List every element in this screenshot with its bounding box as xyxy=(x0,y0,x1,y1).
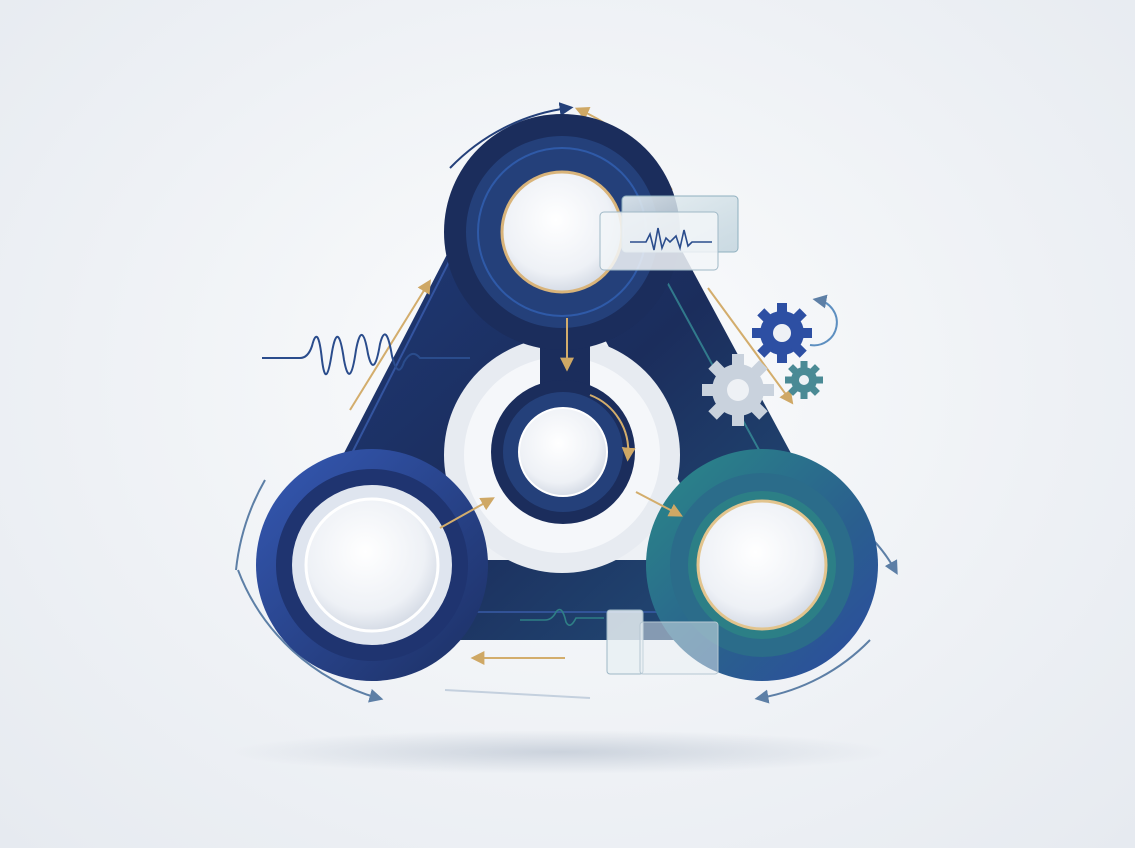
node-center xyxy=(491,380,636,524)
gear-icon xyxy=(702,354,774,426)
refresh-arrow-icon xyxy=(809,294,838,347)
pulse-icon xyxy=(630,227,712,251)
signal-card xyxy=(520,608,719,675)
gear-icon xyxy=(785,361,823,399)
flow-arrows xyxy=(349,279,794,665)
ground-shadow xyxy=(230,730,890,774)
waveform-icon xyxy=(262,333,470,375)
gear-icon xyxy=(752,303,812,363)
node-left xyxy=(256,449,488,681)
pulse-card xyxy=(599,195,739,271)
